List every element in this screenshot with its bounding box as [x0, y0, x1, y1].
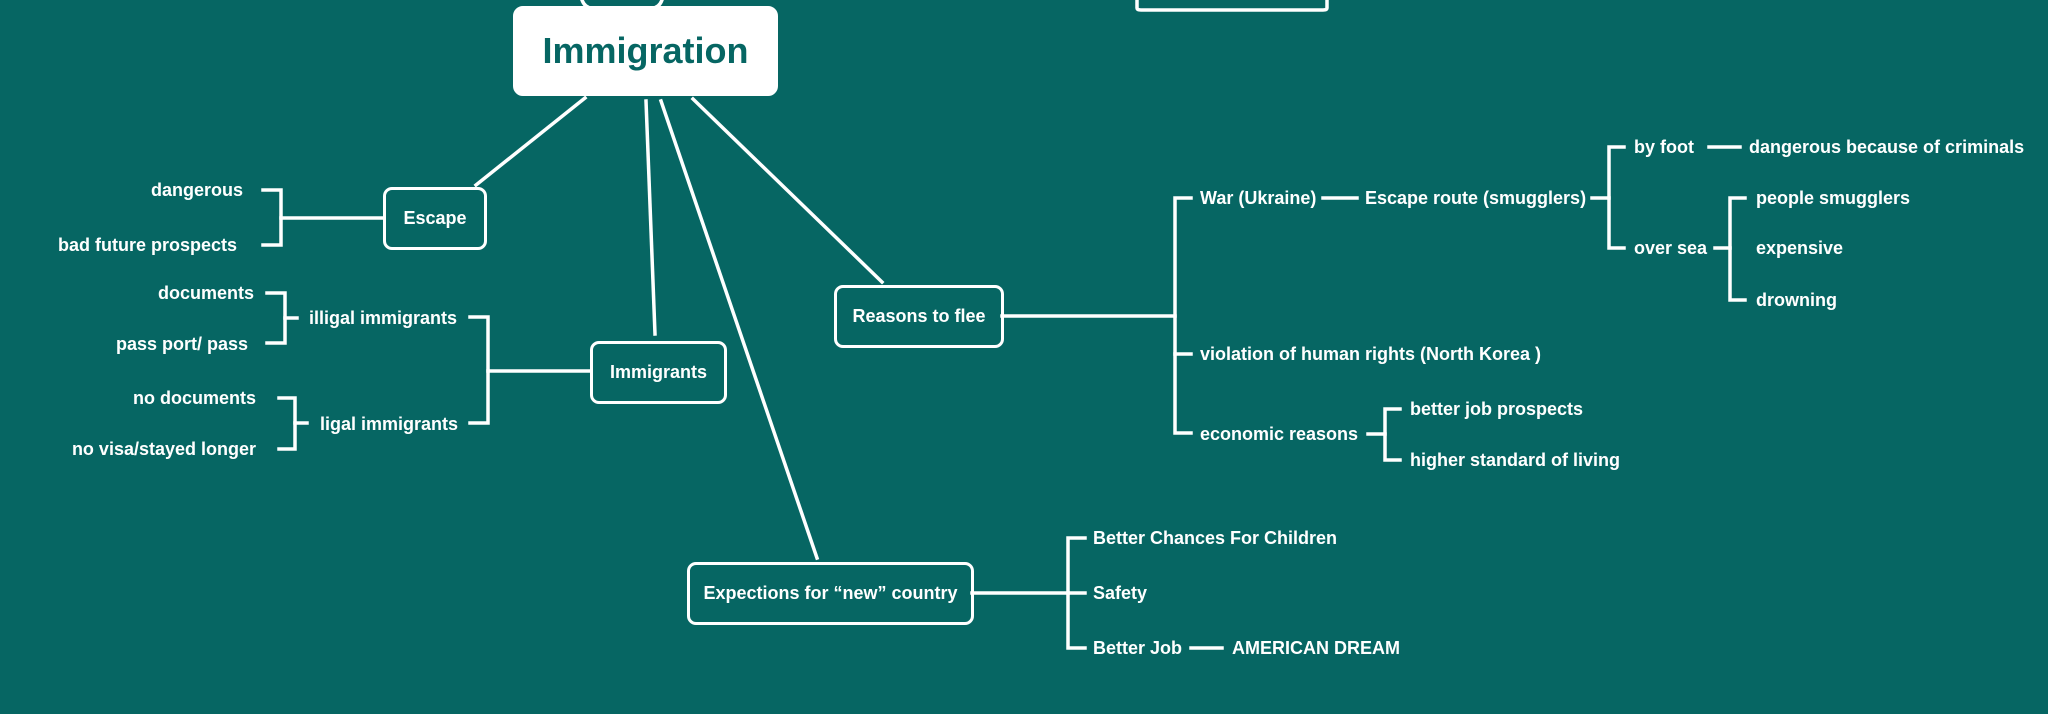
legal-immigrants-label: ligal immigrants [320, 414, 459, 434]
escape-node[interactable]: Escape [383, 187, 487, 250]
bracket-reasons [1173, 196, 1193, 435]
expectation-safety: Safety [1093, 583, 1148, 603]
immigrants-label: Immigrants [609, 362, 708, 382]
reasons-label: Reasons to flee [852, 306, 986, 326]
bracket-sea [1728, 196, 1747, 302]
human-rights-label: violation of human rights (North Korea ) [1200, 344, 1541, 364]
economic-label: economic reasons [1200, 424, 1359, 444]
economic-item-job: better job prospects [1410, 399, 1584, 419]
sea-item-drowning: drowning [1756, 290, 1837, 310]
illegal-item-documents: documents [157, 283, 254, 303]
immigrants-node[interactable]: Immigrants [590, 341, 727, 404]
expectation-children: Better Chances For Children [1093, 528, 1338, 548]
offscreen-node-fragment-box [1135, 0, 1329, 12]
edge-root-escape [473, 95, 588, 188]
bracket-economic [1383, 407, 1402, 462]
bracket-route [1607, 145, 1626, 250]
root-label: Immigration [542, 30, 749, 71]
illegal-item-passport: pass port/ pass [115, 334, 248, 354]
american-dream-label: AMERICAN DREAM [1232, 638, 1400, 658]
over-sea-label: over sea [1634, 238, 1708, 258]
legal-item-no-visa: no visa/stayed longer [71, 439, 256, 459]
expectations-label: Expections for “new” country [703, 583, 958, 603]
root-node[interactable]: Immigration [513, 6, 778, 96]
sea-item-expensive: expensive [1756, 238, 1844, 258]
bracket-legal [277, 396, 297, 451]
by-foot-detail: dangerous because of criminals [1749, 137, 2025, 157]
illegal-immigrants-label: illigal immigrants [309, 308, 458, 328]
edge-root-immigrants [644, 99, 657, 336]
escape-item-dangerous: dangerous [150, 180, 243, 200]
expectations-node[interactable]: Expections for “new” country [687, 562, 974, 625]
bracket-escape [261, 188, 283, 247]
bracket-immigrants [468, 315, 490, 425]
war-label: War (Ukraine) [1200, 188, 1317, 208]
by-foot-label: by foot [1634, 137, 1694, 157]
expectation-better-job: Better Job [1093, 638, 1183, 658]
escape-route-label: Escape route (smugglers) [1365, 188, 1587, 208]
reasons-node[interactable]: Reasons to flee [834, 285, 1004, 348]
escape-label: Escape [403, 208, 467, 228]
sea-item-smugglers: people smugglers [1756, 188, 1911, 208]
edge-root-reasons [690, 96, 885, 285]
bracket-illegal [265, 291, 287, 345]
economic-item-living: higher standard of living [1410, 450, 1621, 470]
legal-item-no-documents: no documents [132, 388, 256, 408]
escape-item-bad-future: bad future prospects [57, 235, 237, 255]
edge-root-expectations [658, 98, 820, 561]
